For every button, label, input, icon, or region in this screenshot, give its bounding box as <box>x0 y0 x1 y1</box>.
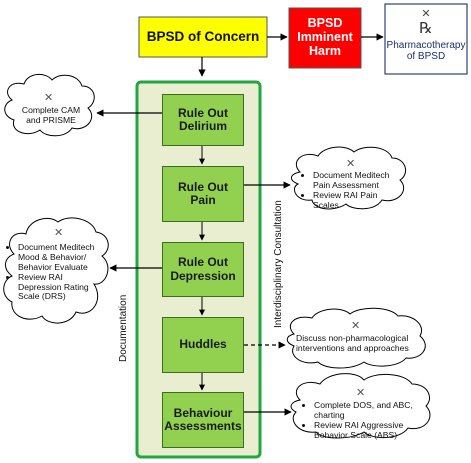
pill-icon: ✕ <box>44 92 54 104</box>
concern-label: BPSD of Concern <box>146 28 260 44</box>
note-depression-item: Document Meditech Mood & Behavior/ Behav… <box>18 242 104 273</box>
note-pain-item: Review RAI Pain Scales <box>313 190 403 211</box>
step-rule-out-depression: Rule Out Depression <box>162 242 244 297</box>
step-1-line-2: Delirium <box>178 119 227 133</box>
pill-icon: ✕ <box>356 387 366 399</box>
imminent-line-2: Imminent <box>297 30 353 45</box>
note-cam: Complete CAM and PRISME <box>18 105 84 126</box>
rx-icon: ℞ <box>419 20 433 38</box>
cloud-depression <box>3 217 109 324</box>
pharmacotherapy-line-1: Pharmacotherapy <box>386 39 466 51</box>
note-cam-line-1: Complete CAM <box>21 105 81 115</box>
step-rule-out-pain: Rule Out Pain <box>162 166 244 222</box>
step-rule-out-delirium: Rule Out Delirium <box>162 94 244 146</box>
note-behaviour: Complete DOS, and ABC, charting Review R… <box>304 400 428 441</box>
note-cam-line-2: and PRISME <box>26 114 76 125</box>
documentation-label: Documentation <box>118 294 129 362</box>
pill-icon: ✕ <box>54 227 64 239</box>
step-5-line-2: Assessments <box>164 419 242 433</box>
step-2-line-2: Pain <box>190 193 216 207</box>
step-5-line-1: Behaviour <box>173 405 233 420</box>
note-pain-item: Document Meditech Pain Assessment <box>313 170 403 191</box>
step-3-line-1: Rule Out <box>178 255 228 270</box>
concern-box <box>138 16 268 58</box>
cloud-behaviour <box>290 373 431 439</box>
note-huddles-line-2: interventions and approaches <box>296 342 409 353</box>
pharmacotherapy-box <box>384 3 468 75</box>
interdisciplinary-consultation-label: Interdisciplinary Consultation <box>273 200 284 328</box>
pill-icon: ✕ <box>421 8 431 20</box>
imminent-line-1: BPSD <box>307 16 343 31</box>
step-4-line-1: Huddles <box>179 337 227 352</box>
step-behaviour-assessments: Behaviour Assessments <box>162 392 244 448</box>
note-behaviour-item: Complete DOS, and ABC, charting <box>314 400 428 421</box>
pill-icon: ✕ <box>351 320 361 332</box>
note-depression: Document Meditech Mood & Behavior/ Behav… <box>8 242 104 303</box>
step-2-line-1: Rule Out <box>178 179 228 194</box>
note-pain: Document Meditech Pain Assessment Review… <box>303 170 403 211</box>
step-huddles: Huddles <box>162 317 244 373</box>
imminent-harm-box <box>288 7 362 69</box>
pharmacotherapy-label: ✕ ℞ Pharmacotherapy of BPSD <box>385 4 467 74</box>
note-huddles: Discuss non-pharmacological intervention… <box>296 333 422 354</box>
cloud-huddles <box>286 307 426 369</box>
note-depression-item: Review RAI Depression Rating Scale (DRS) <box>18 272 104 303</box>
pill-icon: ✕ <box>346 158 356 170</box>
pharmacotherapy-line-2: of BPSD <box>406 50 446 62</box>
note-huddles-line-1: Discuss non-pharmacological <box>296 333 409 343</box>
step-3-line-2: Depression <box>170 268 236 283</box>
step-1-line-1: Rule Out <box>178 105 228 120</box>
imminent-harm-label: BPSD Imminent Harm <box>289 8 361 68</box>
cloud-pain <box>291 146 407 210</box>
cloud-cam <box>4 74 95 137</box>
imminent-line-3: Harm <box>309 43 341 58</box>
note-behaviour-item: Review RAI Aggressive Behavior Scale (AB… <box>314 420 428 441</box>
